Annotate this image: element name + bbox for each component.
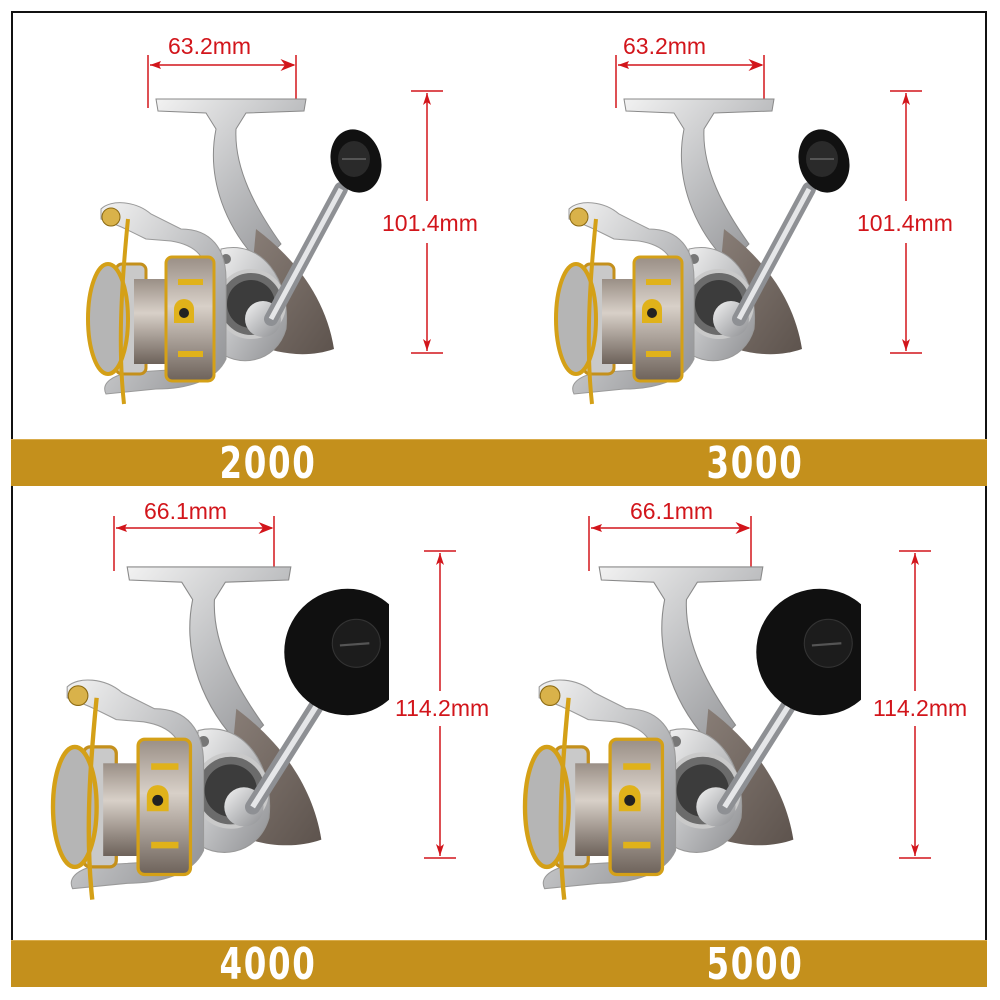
width-dimension-arrow (588, 516, 931, 859)
reel-image-4000 (29, 556, 389, 916)
model-label-4000: 4000 (219, 939, 317, 990)
width-label: 63.2mm (168, 33, 252, 59)
reel-panel-2000: 63.2mm 101.4mm (11, 11, 499, 441)
reel-image-5000 (501, 556, 861, 916)
model-band-top: 2000 3000 (11, 438, 987, 489)
reel-image-3000 (534, 89, 864, 419)
height-label: 101.4mm (382, 210, 478, 236)
height-label: 114.2mm (873, 695, 968, 721)
width-dimension-arrow (113, 516, 456, 859)
model-label-5000: 5000 (706, 939, 804, 990)
model-label-3000: 3000 (706, 438, 804, 489)
model-band-bottom: 4000 5000 (11, 939, 987, 990)
reel-panel-4000: 66.1mm 114.2mm (11, 486, 499, 916)
width-dimension-arrow (147, 55, 443, 354)
width-label: 63.2mm (623, 33, 707, 59)
reel-panel-5000: 66.1mm 114.2mm (499, 486, 987, 916)
height-label: 101.4mm (857, 210, 953, 236)
width-dimension-arrow (615, 55, 922, 354)
width-label: 66.1mm (144, 498, 228, 524)
reel-image-2000 (66, 89, 396, 419)
width-label: 66.1mm (630, 498, 714, 524)
reel-panel-3000: 63.2mm 101.4mm (499, 11, 987, 441)
model-label-2000: 2000 (219, 438, 317, 489)
height-label: 114.2mm (395, 695, 490, 721)
